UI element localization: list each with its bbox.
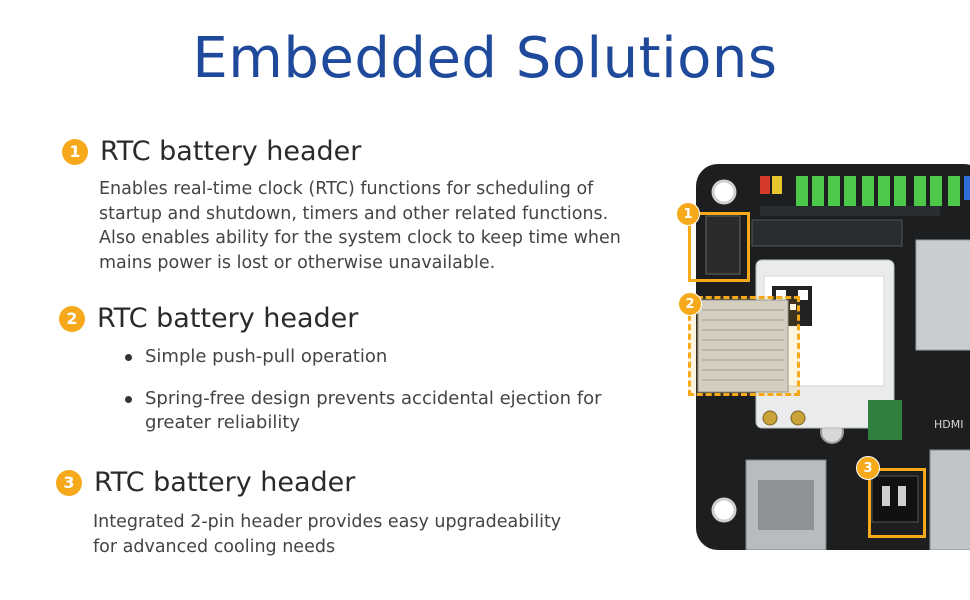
feature-1-description-line: Also enables ability for the system cloc… [99, 228, 621, 248]
feature-3-heading: 3 RTC battery header [56, 467, 355, 498]
feature-1-title: RTC battery header [100, 136, 362, 167]
mounting-hole [711, 497, 737, 523]
hdmi-port [929, 449, 970, 550]
feature-1-description-line: Enables real-time clock (RTC) functions … [99, 179, 594, 199]
feature-2-bullet: Spring-free design prevents accidental e… [125, 387, 645, 435]
feature-2-bullet-list: Simple push-pull operation Spring-free d… [125, 345, 645, 453]
feature-3-number-badge: 3 [56, 469, 82, 496]
fan-header [871, 475, 919, 523]
gpio-header-row [760, 176, 970, 216]
rtc-battery-connector [705, 215, 741, 275]
feature-3-description: Integrated 2-pin header provides easy up… [93, 510, 653, 559]
usb-port-inner [758, 480, 814, 530]
connector-pins [702, 309, 784, 381]
feature-2-number-badge: 2 [59, 305, 85, 332]
callout-2-badge: 2 [678, 292, 702, 316]
pcb-patch [868, 400, 902, 440]
antenna-connector [790, 410, 806, 426]
feature-2-heading: 2 RTC battery header [59, 303, 358, 334]
page-title: Embedded Solutions [192, 26, 778, 91]
board-drawing: HDMI [696, 164, 970, 550]
mounting-hole [711, 179, 737, 205]
highlight-fan-header [868, 468, 926, 538]
board-illustration: HDMI 1 2 3 [672, 150, 970, 550]
callout-3-badge: 3 [856, 456, 880, 480]
feature-2-bullet: Simple push-pull operation [125, 345, 645, 369]
shield-can [915, 239, 970, 351]
feature-1-description-line: mains power is lost or otherwise unavail… [99, 252, 496, 273]
card-connector [697, 299, 789, 393]
feature-1-description-line: startup and shutdown, timers and other r… [99, 203, 609, 224]
callout-1-badge: 1 [676, 202, 700, 226]
feature-1-heading: 1 RTC battery header [62, 136, 361, 167]
feature-3-description-line: Integrated 2-pin header provides easy up… [93, 512, 562, 532]
feature-2-title: RTC battery header [97, 303, 359, 334]
feature-1-number-badge: 1 [62, 138, 88, 165]
feature-1-description: Enables real-time clock (RTC) functions … [99, 177, 659, 275]
feature-3-title: RTC battery header [94, 467, 356, 498]
feature-3-description-line: for advanced cooling needs [93, 536, 336, 557]
antenna-connector [762, 410, 778, 426]
hdmi-silkscreen: HDMI [934, 418, 963, 431]
highlight-rtc-header [688, 212, 750, 282]
highlight-card-connector [688, 296, 800, 396]
m2-slot [751, 219, 903, 247]
